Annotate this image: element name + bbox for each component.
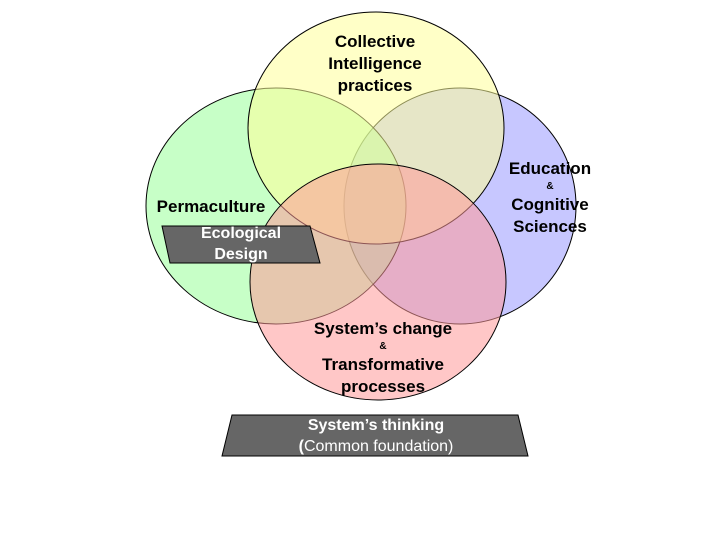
label-education-line-3: Cognitive bbox=[511, 195, 589, 214]
label-education: Education & Cognitive Sciences bbox=[500, 158, 600, 238]
label-collective-line-1: Collective bbox=[334, 32, 416, 51]
ecological-design-label: Ecological Design bbox=[170, 223, 312, 265]
foundation-paren-open: ( bbox=[298, 438, 304, 455]
label-collective-line-2: Intelligence bbox=[328, 54, 422, 73]
label-systems-change-line-1: System’s change bbox=[313, 319, 453, 338]
label-systems-change: System’s change & Transformative process… bbox=[298, 318, 468, 398]
label-education-line-4: Sciences bbox=[513, 217, 587, 236]
label-education-ampersand: & bbox=[546, 181, 554, 192]
ecological-design-line-2: Design bbox=[214, 246, 268, 263]
foundation-banner bbox=[221, 414, 529, 457]
label-systems-change-ampersand: & bbox=[379, 341, 387, 352]
foundation-subtitle-line: (Common foundation) bbox=[228, 436, 524, 457]
ecological-design-banner bbox=[161, 225, 321, 264]
circle-systems-change bbox=[249, 163, 507, 401]
label-systems-change-line-3: Transformative bbox=[322, 355, 444, 374]
label-collective-line-3: practices bbox=[337, 76, 413, 95]
label-permaculture: Permaculture bbox=[156, 197, 266, 216]
label-systems-change-line-4: processes bbox=[340, 377, 426, 396]
label-education-line-1: Education bbox=[508, 159, 592, 178]
foundation-label: System’s thinking (Common foundation) bbox=[228, 415, 524, 457]
foundation-title: System’s thinking bbox=[307, 417, 445, 434]
ecological-design-line-1: Ecological bbox=[200, 225, 282, 242]
foundation-subtitle: Common foundation) bbox=[303, 438, 454, 455]
label-collective-intelligence: Collective Intelligence practices bbox=[310, 31, 440, 97]
